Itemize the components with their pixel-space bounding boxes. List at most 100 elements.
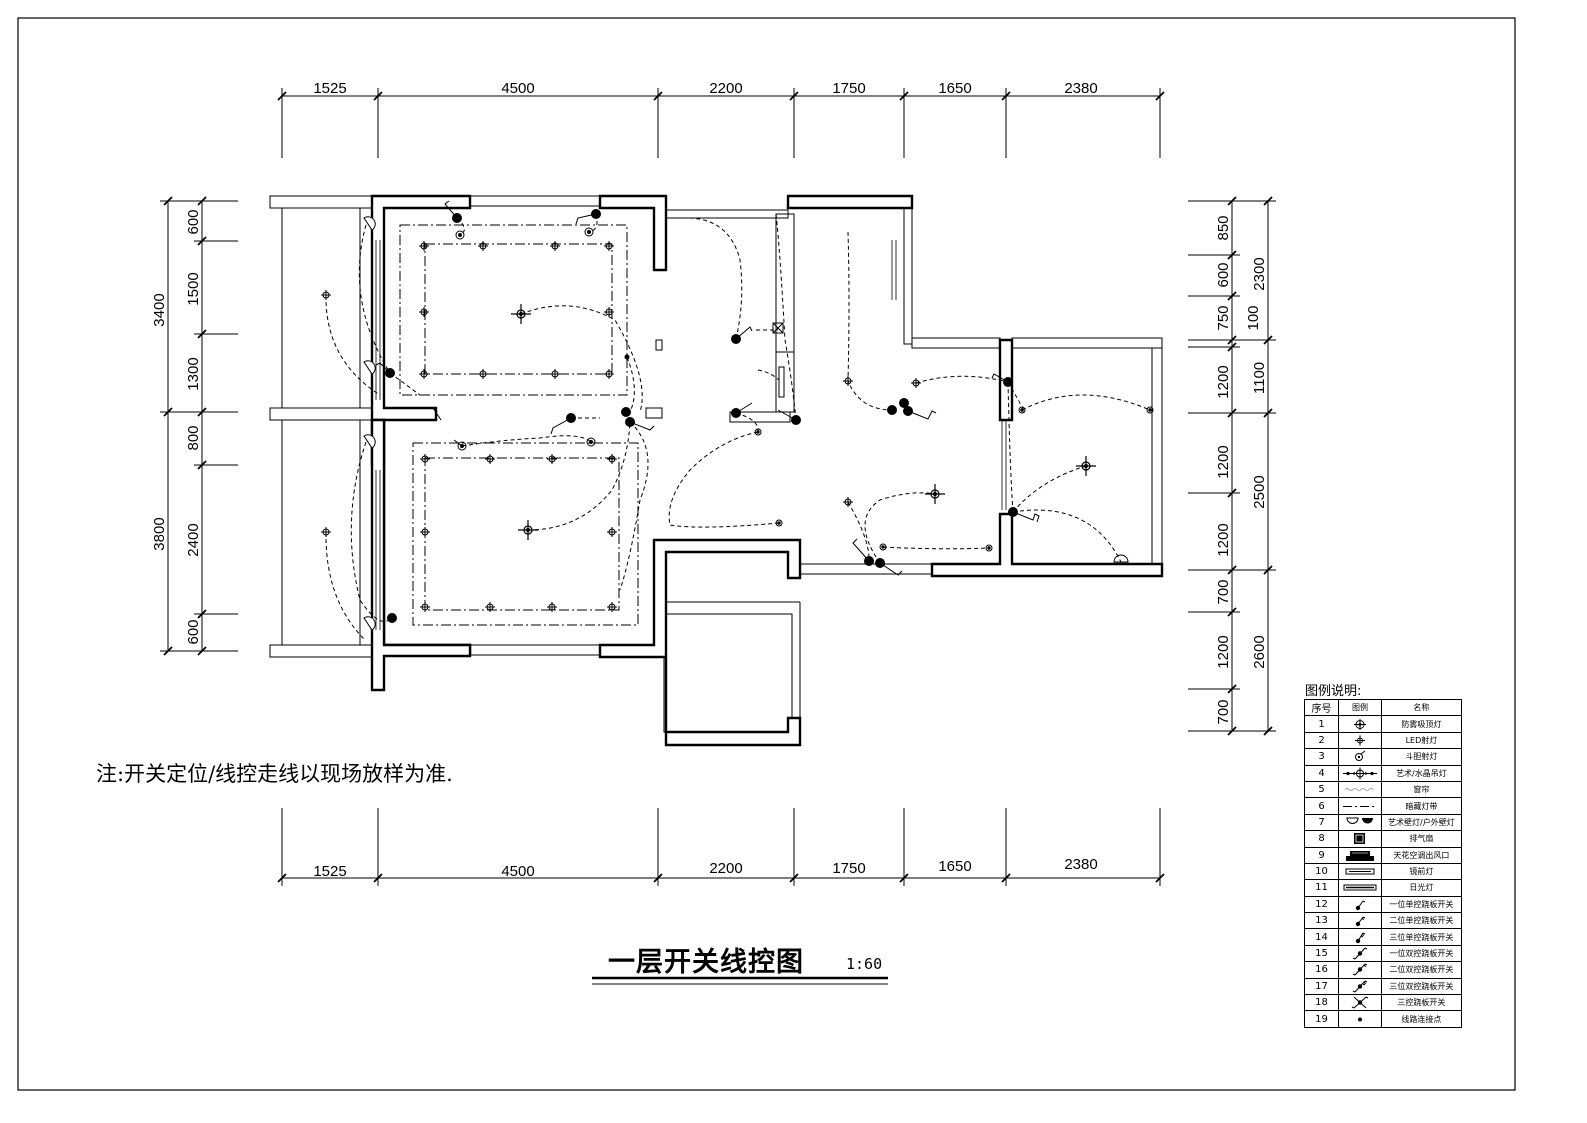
wall-top-right [786, 194, 914, 210]
ceiling-lights [455, 227, 1154, 552]
legend-no: 12 [1303, 895, 1340, 914]
led-spotlight-icon [607, 527, 617, 537]
legend-row: 5 窗帘 [1303, 780, 1463, 799]
switch-3way-icon [1351, 996, 1369, 1009]
legend-no: 18 [1303, 994, 1340, 1012]
drawing-title: 一层开关线控图 [608, 947, 804, 978]
led-spotlight-icon [478, 369, 488, 379]
switch-icon [899, 398, 909, 408]
legend-title: 图例说明: [1305, 684, 1362, 699]
legend-row: 11 日光灯 [1303, 879, 1463, 897]
switch-tails [375, 200, 1040, 576]
dim-top-2: 4500 [501, 80, 534, 97]
legend-name: 排气扇 [1380, 830, 1463, 848]
dim-bottom-2: 4500 [501, 863, 534, 880]
moisture-proof-ceiling-light-icon [1353, 718, 1366, 730]
top-dimension-chain [277, 88, 1165, 158]
dim-bottom-5: 1650 [938, 858, 971, 875]
legend-no: 11 [1303, 879, 1340, 897]
legend-header-row: 序号 图例 名称 [1303, 698, 1463, 717]
legend-header-no: 序号 [1303, 698, 1340, 717]
led-spotlights [321, 241, 921, 612]
legend-no: 9 [1303, 846, 1340, 864]
legend-name: 二位双控跷板开关 [1380, 961, 1463, 979]
dim-right-outer-3: 2500 [1251, 475, 1268, 508]
dim-top-5: 1650 [938, 80, 971, 97]
dim-right-2: 600 [1215, 262, 1232, 287]
led-spotlight-icon [485, 602, 495, 612]
dim-top-4: 1750 [832, 80, 865, 97]
legend-name: 一位单控跷板开关 [1380, 895, 1463, 914]
legend-no: 4 [1303, 764, 1340, 782]
dim-top-6: 2380 [1064, 80, 1097, 97]
wall-lamp-icon [363, 616, 376, 631]
curtain-icon [1344, 788, 1374, 792]
wall-lamp-icon [363, 360, 376, 375]
led-spotlight-icon [607, 454, 617, 464]
led-spotlight-icon [604, 307, 614, 317]
mirror-light-icon [778, 366, 785, 398]
wall-lamps [363, 216, 1129, 631]
led-spotlight-icon [485, 454, 495, 464]
legend-name: 镜前灯 [1380, 862, 1463, 881]
led-spotlight-icon [607, 602, 617, 612]
exhaust-fan-icon [772, 322, 784, 334]
legend-name: 三位双控跷板开关 [1380, 977, 1463, 996]
led-spotlight-icon [478, 241, 488, 251]
led-spotlight-icon [550, 369, 560, 379]
legend-no: 16 [1303, 961, 1340, 979]
drawing-scale: 1:60 [846, 955, 883, 973]
legend-no: 17 [1303, 977, 1340, 996]
exhaust-fan-icon [1353, 833, 1365, 845]
legend-header-name: 名称 [1380, 698, 1463, 717]
legend-name: 暗藏灯带 [1380, 797, 1463, 815]
legend-name: 艺术壁灯/户外壁灯 [1380, 813, 1463, 832]
wiring-lines [325, 213, 1151, 641]
led-spotlight-icon [604, 241, 614, 251]
legend-row: 15 一位双控跷板开关 [1303, 944, 1463, 963]
legend-no: 2 [1303, 731, 1340, 750]
legend-name: 三位单控跷板开关 [1380, 928, 1463, 946]
wall-lamp-icon [1346, 817, 1373, 824]
legend-no: 8 [1303, 830, 1340, 848]
legend-row: 12 一位单控跷板开关 [1303, 895, 1463, 914]
legend-row: 2 LED射灯 [1303, 731, 1463, 750]
switch-icon [387, 613, 397, 623]
legend-no: 3 [1303, 748, 1340, 766]
legend-row: 13 二位单控跷板开关 [1303, 912, 1463, 930]
legend-no: 7 [1303, 813, 1340, 832]
title-underline [592, 976, 888, 985]
ac-vent-icon [1345, 850, 1374, 861]
switch-2gang-2way-icon [1352, 963, 1368, 976]
dim-left-1: 600 [185, 209, 202, 234]
note-text: 注:开关定位/线控走线以现场放样为准. [96, 762, 453, 786]
legend-row: 17 三位双控跷板开关 [1303, 977, 1463, 996]
right-dimension-labels: 850 600 750 100 1200 1200 1200 700 1200 … [1215, 215, 1268, 724]
mr16-spotlight-icon [1146, 406, 1154, 414]
legend-row: 4 艺术/水晶吊灯 [1303, 764, 1463, 782]
switches [385, 209, 1018, 623]
led-spotlight-icon [420, 602, 430, 612]
legend-row: 1 防雾吸顶灯 [1303, 715, 1463, 733]
legend-row: 10 镜前灯 [1303, 862, 1463, 881]
legend-no: 10 [1303, 862, 1340, 881]
legend-row: 9 天花空调出风口 [1303, 846, 1463, 864]
dim-right-3: 750 [1215, 305, 1232, 330]
dim-right-9: 1200 [1215, 635, 1232, 668]
window-marks [375, 240, 1007, 630]
legend-no: 1 [1303, 715, 1340, 733]
wall-nw-bedroom [370, 194, 472, 466]
dim-bottom-4: 1750 [832, 860, 865, 877]
wall-top-center [598, 194, 668, 272]
wall-east-room [930, 512, 1164, 578]
dim-top-3: 2200 [709, 80, 742, 97]
crystal-chandelier-icon [1342, 767, 1377, 780]
led-spotlight-icon [419, 369, 429, 379]
legend-no: 15 [1303, 944, 1340, 963]
legend-row: 18 三控跷板开关 [1303, 994, 1463, 1012]
top-dimension-labels: 1525 4500 2200 1750 1650 2380 [313, 80, 1097, 97]
left-dimension-chain [160, 196, 238, 656]
dim-right-outer-2: 1100 [1251, 362, 1268, 394]
switch-2gang-1way-icon [1355, 916, 1366, 927]
legend-name: 一位双控跷板开关 [1380, 944, 1463, 963]
